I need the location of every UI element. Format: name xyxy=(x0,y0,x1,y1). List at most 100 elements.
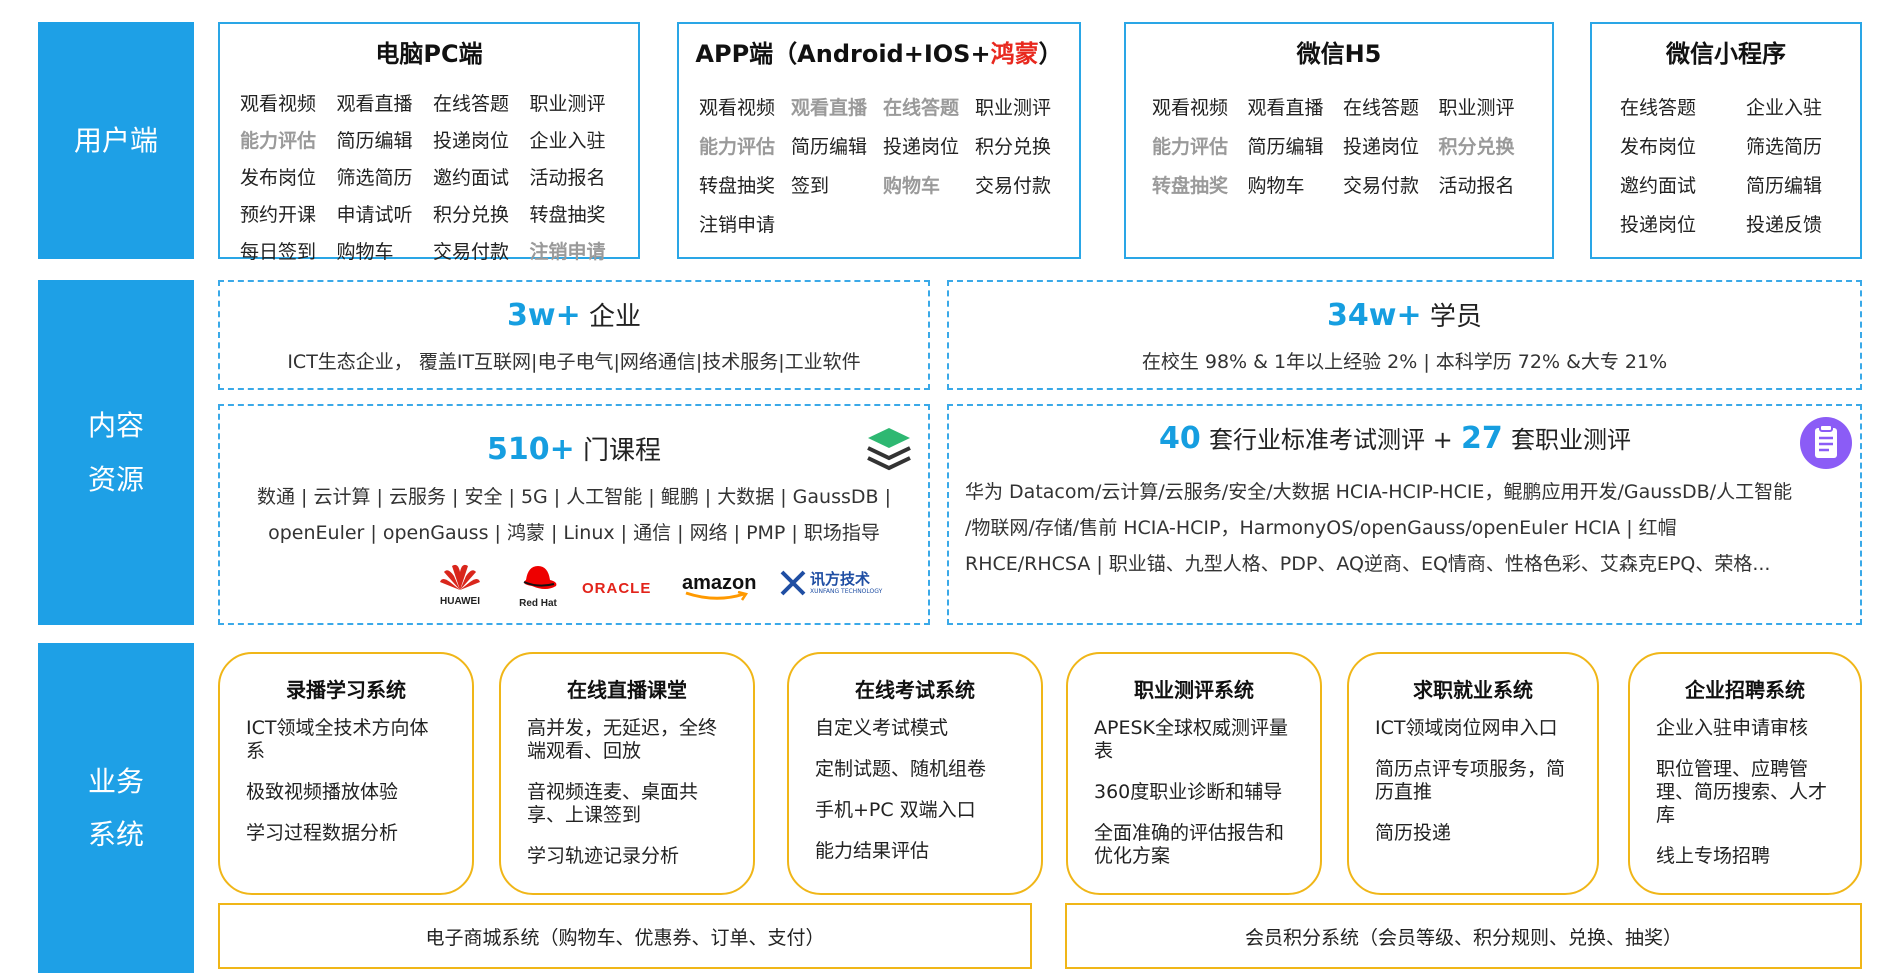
points-system-text: 会员积分系统（会员等级、积分规则、兑换、抽奖） xyxy=(1244,926,1682,949)
feature-item: 职业测评 xyxy=(975,97,1052,119)
row-label-content-line2: 资源 xyxy=(87,462,144,496)
feature-item: 活动报名 xyxy=(1438,175,1515,197)
mall-system-bar: 电子商城系统（购物车、优惠券、订单、支付） xyxy=(218,903,1032,969)
system-feature: 学习轨迹记录分析 xyxy=(527,845,680,867)
client-app-title-prefix: APP端（Android+IOS+ xyxy=(695,40,991,68)
courses-topics-line2: openEuler | openGauss | 鸿蒙 | Linux | 通信 … xyxy=(268,522,880,544)
students-count: 34w+ xyxy=(1327,298,1422,333)
system-card-title: 在线考试系统 xyxy=(855,678,975,702)
feature-item: 交易付款 xyxy=(433,241,510,263)
system-feature: 简历点评专项服务，简历直推 xyxy=(1375,758,1566,803)
courses-topics-line1: 数通 | 云计算 | 云服务 | 安全 | 5G | 人工智能 | 鲲鹏 | 大… xyxy=(257,486,891,508)
client-h5-features: 观看视频观看直播在线答题职业测评能力评估简历编辑投递岗位积分兑换转盘抽奖购物车交… xyxy=(1126,93,1552,198)
feature-item: 签到 xyxy=(791,175,830,197)
feature-item: 简历编辑 xyxy=(1746,175,1823,197)
row-label-business: 业务 系统 xyxy=(38,643,194,973)
courses-heading: 510+ 门课程 xyxy=(220,430,928,467)
system-card-title: 求职就业系统 xyxy=(1413,678,1533,702)
client-miniprogram-features: 在线答题企业入驻发布岗位筛选简历邀约面试简历编辑投递岗位投递反馈 xyxy=(1592,93,1860,237)
system-feature: APESK全球权威测评量表 xyxy=(1094,717,1288,762)
feature-item: 积分兑换 xyxy=(433,204,510,226)
feature-item: 邀约面试 xyxy=(433,167,510,189)
feature-item: 企业入驻 xyxy=(1746,97,1823,119)
content-enterprises: 3w+ 企业 ICT生态企业， 覆盖IT互联网|电子电气|网络通信|技术服务|工… xyxy=(218,280,930,390)
row-label-user: 用户端 xyxy=(38,22,194,259)
system-feature: 极致视频播放体验 xyxy=(246,781,399,803)
system-feature: 企业入驻申请审核 xyxy=(1656,717,1809,739)
row-label-content-line1: 内容 xyxy=(87,409,144,443)
system-card-features: 高并发，无延迟，全终端观看、回放音视频连麦、桌面共享、上课签到学习轨迹记录分析 xyxy=(501,717,753,868)
clipboard-icon xyxy=(1800,417,1852,469)
enterprises-count: 3w+ xyxy=(506,298,581,333)
row-label-user-text: 用户端 xyxy=(73,123,158,157)
redhat-logo: Red Hat xyxy=(508,562,568,609)
system-feature: 自定义考试模式 xyxy=(815,717,949,739)
feature-item: 交易付款 xyxy=(975,175,1052,197)
feature-item: 简历编辑 xyxy=(1247,136,1324,158)
system-card-title: 在线直播课堂 xyxy=(567,678,687,702)
exams-desc: 华为 Datacom/云计算/云服务/安全/大数据 HCIA-HCIP-HCIE… xyxy=(949,474,1860,582)
layers-icon xyxy=(867,428,911,471)
exams-label-career: 套职业测评 xyxy=(1511,426,1632,454)
system-feature: 高并发，无延迟，全终端观看、回放 xyxy=(527,717,718,762)
huawei-flower-icon xyxy=(440,564,480,590)
client-pc-features: 观看视频观看直播在线答题职业测评能力评估简历编辑投递岗位企业入驻发布岗位筛选简历… xyxy=(220,89,638,264)
exams-count-career: 27 xyxy=(1461,421,1503,456)
feature-item: 购物车 xyxy=(336,241,394,263)
feature-item: 购物车 xyxy=(1247,175,1305,197)
client-app: APP端（Android+IOS+鸿蒙） 观看视频观看直播在线答题职业测评能力评… xyxy=(677,22,1081,259)
xunfang-logo-text: 讯方技术 xyxy=(810,571,871,588)
feature-item: 筛选简历 xyxy=(1746,136,1823,158)
system-card-title: 职业测评系统 xyxy=(1134,678,1254,702)
amazon-smile-icon xyxy=(685,591,749,601)
courses-label: 门课程 xyxy=(583,436,662,466)
redhat-hat-icon xyxy=(523,566,557,589)
oracle-logo: ORACLE xyxy=(582,580,652,597)
system-feature: 线上专场招聘 xyxy=(1656,845,1771,867)
system-feature: 全面准确的评估报告和优化方案 xyxy=(1094,822,1285,867)
client-app-title: APP端（Android+IOS+鸿蒙） xyxy=(679,34,1079,69)
system-card-features: ICT领域全技术方向体系极致视频播放体验学习过程数据分析 xyxy=(220,717,472,845)
courses-topics: 数通 | 云计算 | 云服务 | 安全 | 5G | 人工智能 | 鲲鹏 | 大… xyxy=(220,479,928,551)
feature-item: 邀约面试 xyxy=(1620,175,1697,197)
feature-item: 观看视频 xyxy=(699,97,776,119)
system-card-features: ICT领域岗位网申入口简历点评专项服务，简历直推简历投递 xyxy=(1349,717,1597,845)
huawei-logo-text: HUAWEI xyxy=(440,596,480,607)
feature-item: 发布岗位 xyxy=(240,167,317,189)
feature-item: 观看视频 xyxy=(1152,97,1229,119)
feature-item: 投递岗位 xyxy=(1620,214,1697,236)
client-app-features: 观看视频观看直播在线答题职业测评能力评估简历编辑投递岗位积分兑换转盘抽奖签到购物… xyxy=(679,93,1079,237)
xunfang-mark-icon xyxy=(780,570,806,596)
feature-item: 转盘抽奖 xyxy=(529,204,606,226)
feature-item: 在线答题 xyxy=(883,97,960,119)
feature-item: 发布岗位 xyxy=(1620,136,1697,158)
system-feature: 能力结果评估 xyxy=(815,840,930,862)
feature-item: 投递岗位 xyxy=(1343,136,1420,158)
feature-item: 职业测评 xyxy=(1438,97,1515,119)
amazon-logo: amazon xyxy=(682,572,756,601)
client-pc: 电脑PC端 观看视频观看直播在线答题职业测评能力评估简历编辑投递岗位企业入驻发布… xyxy=(218,22,640,263)
system-card: 在线考试系统自定义考试模式定制试题、随机组卷手机+PC 双端入口能力结果评估 xyxy=(787,652,1043,895)
system-feature: 学习过程数据分析 xyxy=(246,822,399,844)
client-app-title-harmony: 鸿蒙 xyxy=(990,40,1039,68)
feature-item: 购物车 xyxy=(883,175,941,197)
exams-desc-line3: RHCE/RHCSA | 职业锚、九型人格、PDP、AQ逆商、EQ情商、性格色彩… xyxy=(965,553,1771,575)
feature-item: 筛选简历 xyxy=(336,167,413,189)
exams-count-industry: 40 xyxy=(1159,421,1201,456)
system-card-title: 企业招聘系统 xyxy=(1685,678,1805,702)
client-h5: 微信H5 观看视频观看直播在线答题职业测评能力评估简历编辑投递岗位积分兑换转盘抽… xyxy=(1124,22,1554,259)
partner-logos: HUAWEI Red Hat ORACLE amazon 讯方技术 XUNFAN… xyxy=(430,562,910,616)
system-feature: 职位管理、应聘管理、简历搜索、人才库 xyxy=(1656,758,1828,826)
feature-item: 简历编辑 xyxy=(336,130,413,152)
students-label: 学员 xyxy=(1429,302,1482,332)
system-card: 企业招聘系统企业入驻申请审核职位管理、应聘管理、简历搜索、人才库线上专场招聘 xyxy=(1628,652,1862,895)
feature-item: 申请试听 xyxy=(336,204,413,226)
exams-label-industry: 套行业标准考试测评 + xyxy=(1209,426,1453,454)
students-desc: 在校生 98% & 1年以上经验 2% | 本科学历 72% &大专 21% xyxy=(1141,351,1668,373)
feature-item: 投递岗位 xyxy=(883,136,960,158)
system-feature: ICT领域岗位网申入口 xyxy=(1375,717,1558,739)
feature-item: 观看直播 xyxy=(791,97,868,119)
